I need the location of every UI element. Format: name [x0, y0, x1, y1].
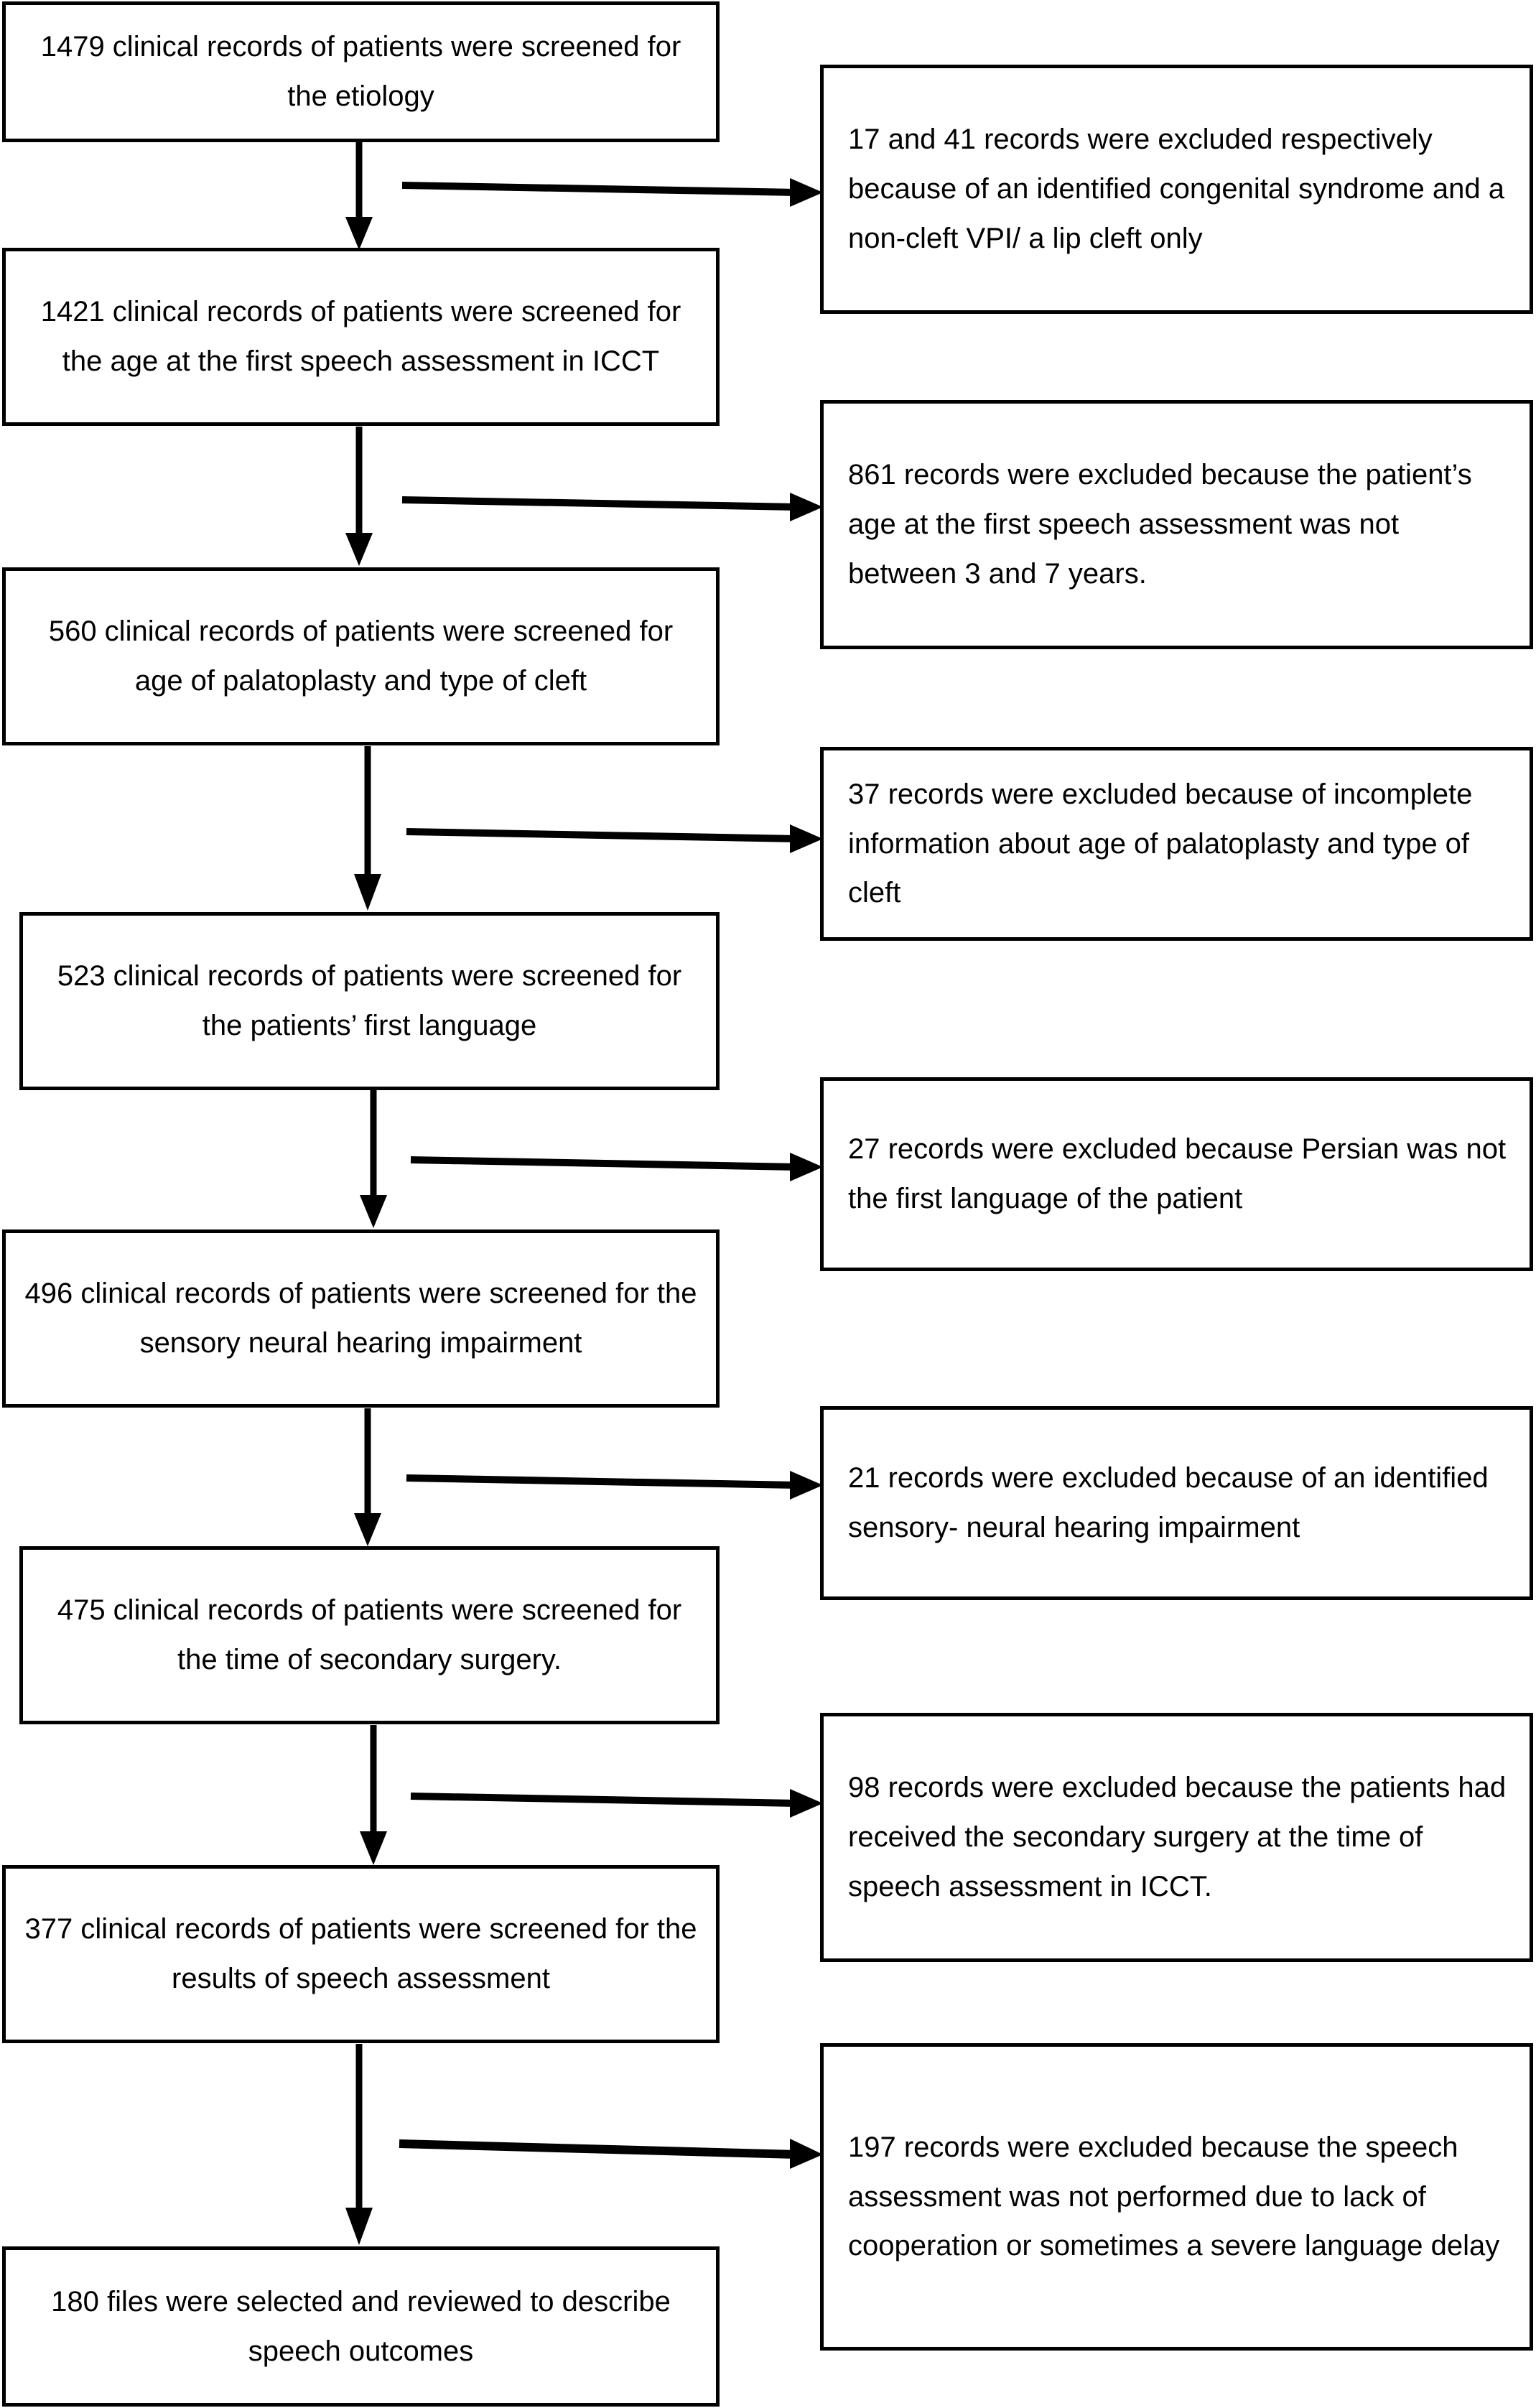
- exclusion-side-arrow-2: [401, 496, 798, 511]
- exclusion-side-arrow-3: [406, 828, 798, 842]
- flow-down-arrowhead-3: [354, 874, 381, 911]
- exclusion-side-arrow-7: [399, 2139, 798, 2159]
- connector-group-3: [354, 746, 823, 911]
- flow-step-box-8: 180 files were selected and reviewed to …: [2, 2246, 720, 2407]
- exclusion-text-4: 27 records were excluded because Persian…: [848, 1133, 1507, 1214]
- flow-step-box-6: 475 clinical records of patients were sc…: [19, 1546, 720, 1724]
- exclusion-text-1: 17 and 41 records were excluded respecti…: [848, 124, 1504, 254]
- flow-step-text-8: 180 files were selected and reviewed to …: [51, 2285, 671, 2367]
- flow-step-box-2: 1421 clinical records of patients were s…: [2, 248, 720, 426]
- exclusion-box-6: 98 records were excluded because the pat…: [820, 1713, 1533, 1962]
- flow-down-arrowhead-2: [345, 533, 373, 566]
- exclusion-text-3: 37 records were excluded because of inco…: [848, 778, 1473, 909]
- flow-step-box-3: 560 clinical records of patients were sc…: [2, 567, 720, 745]
- connector-group-2: [345, 427, 823, 566]
- exclusion-side-arrow-4: [410, 1156, 798, 1171]
- flow-step-box-5: 496 clinical records of patients were sc…: [2, 1229, 720, 1408]
- flow-step-text-5: 496 clinical records of patients were sc…: [24, 1278, 697, 1359]
- exclusion-side-arrow-6: [410, 1793, 798, 1807]
- connector-group-6: [360, 1725, 823, 1865]
- connector-group-5: [354, 1408, 823, 1546]
- flow-step-text-1: 1479 clinical records of patients were s…: [40, 31, 681, 112]
- exclusion-side-arrowhead-5: [790, 1471, 823, 1500]
- flow-step-text-4: 523 clinical records of patients were sc…: [57, 960, 682, 1041]
- flow-step-box-1: 1479 clinical records of patients were s…: [2, 1, 720, 142]
- flow-step-text-6: 475 clinical records of patients were sc…: [57, 1594, 682, 1675]
- exclusion-side-arrowhead-1: [790, 178, 823, 207]
- flow-down-arrowhead-7: [345, 2208, 373, 2245]
- exclusion-box-4: 27 records were excluded because Persian…: [820, 1077, 1533, 1271]
- exclusion-text-5: 21 records were excluded because of an i…: [848, 1462, 1489, 1543]
- exclusion-side-arrow-5: [406, 1474, 798, 1489]
- flow-step-text-3: 560 clinical records of patients were sc…: [48, 615, 674, 697]
- exclusion-box-1: 17 and 41 records were excluded respecti…: [820, 65, 1533, 314]
- exclusion-side-arrowhead-6: [790, 1789, 823, 1818]
- connector-group-4: [360, 1090, 823, 1228]
- exclusion-side-arrowhead-3: [790, 824, 823, 853]
- exclusion-box-2: 861 records were excluded because the pa…: [820, 400, 1533, 649]
- flow-down-arrowhead-1: [345, 217, 373, 250]
- flow-down-arrowhead-5: [354, 1513, 381, 1546]
- exclusion-box-3: 37 records were excluded because of inco…: [820, 747, 1533, 941]
- exclusion-text-7: 197 records were excluded because the sp…: [848, 2131, 1500, 2262]
- connector-group-1: [345, 142, 823, 250]
- flow-step-box-7: 377 clinical records of patients were sc…: [2, 1865, 720, 2043]
- flow-step-box-4: 523 clinical records of patients were sc…: [19, 912, 720, 1090]
- flow-down-arrowhead-6: [360, 1831, 387, 1865]
- exclusion-box-5: 21 records were excluded because of an i…: [820, 1406, 1533, 1600]
- exclusion-side-arrowhead-4: [790, 1153, 823, 1181]
- flow-step-text-2: 1421 clinical records of patients were s…: [40, 296, 681, 377]
- flow-down-arrowhead-4: [360, 1195, 387, 1228]
- exclusion-side-arrow-1: [401, 182, 798, 196]
- flow-step-text-7: 377 clinical records of patients were sc…: [24, 1913, 697, 1994]
- exclusion-text-2: 861 records were excluded because the pa…: [848, 459, 1472, 590]
- connector-group-7: [345, 2044, 823, 2245]
- exclusion-box-7: 197 records were excluded because the sp…: [820, 2043, 1533, 2351]
- exclusion-side-arrowhead-7: [790, 2139, 823, 2169]
- exclusion-text-6: 98 records were excluded because the pat…: [848, 1772, 1507, 1902]
- exclusion-side-arrowhead-2: [790, 493, 823, 521]
